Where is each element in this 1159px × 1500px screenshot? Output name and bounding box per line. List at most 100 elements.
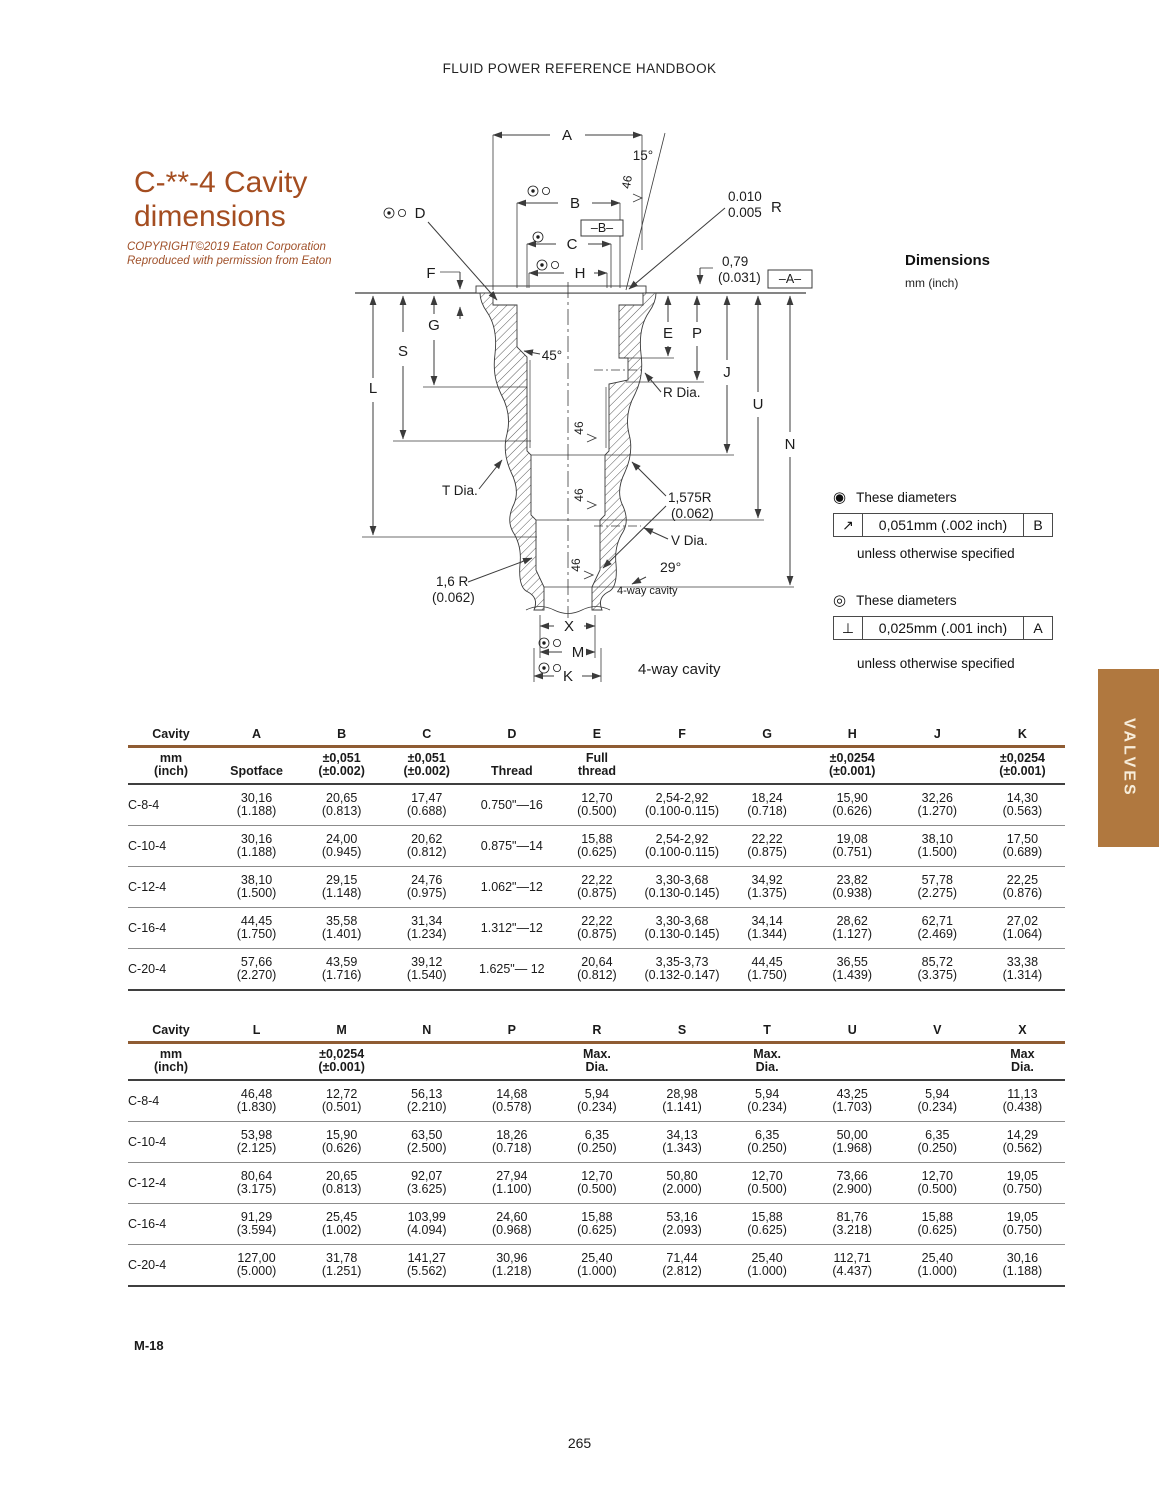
note1-text: These diameters <box>856 490 957 505</box>
dim-label-e: E <box>663 325 673 342</box>
column-header: X <box>979 1020 1065 1044</box>
angle-15-label: 15° <box>633 148 653 163</box>
value-cell: 3,30-3,68 (0.130-0.145) <box>639 907 725 949</box>
dim-label-s: S <box>398 343 408 360</box>
value-cell: 34,13 (1.343) <box>639 1121 725 1163</box>
value-cell: 34,14 (1.344) <box>724 907 810 949</box>
note1-tolerance-value: 0,051mm (.002 inch) <box>878 517 1008 533</box>
finish-46-top: 46 <box>619 174 635 190</box>
subheader-cell: Max. Dia. <box>724 1042 810 1081</box>
value-cell: 25,40 (1.000) <box>554 1244 640 1287</box>
value-cell: 36,55 (1.439) <box>809 948 895 991</box>
value-cell: 81,76 (3.218) <box>809 1203 895 1245</box>
value-cell: 15,88 (0.625) <box>554 1203 640 1245</box>
value-cell: 27,94 (1.100) <box>469 1162 555 1204</box>
subheader-cell: Spotface <box>214 746 300 785</box>
dimensions-heading-title: Dimensions <box>905 252 991 269</box>
value-cell: 23,82 (0.938) <box>809 866 895 908</box>
datum-a-box <box>767 269 813 289</box>
value-cell: 25,40 (1.000) <box>724 1244 810 1287</box>
value-cell: 6,35 (0.250) <box>724 1121 810 1163</box>
value-cell: 0.875"—14 <box>469 825 555 867</box>
corner-r-leader <box>628 207 726 290</box>
value-cell: 57,66 (2.270) <box>214 948 300 991</box>
value-cell: 43,25 (1.703) <box>809 1080 895 1122</box>
note1-datum: B <box>1023 514 1052 536</box>
seat-r-mm: 1,575R <box>668 490 712 505</box>
value-cell: 35,58 (1.401) <box>299 907 385 949</box>
four-way-small-label: 4-way cavity <box>617 585 678 597</box>
subheader-cell <box>639 1042 725 1081</box>
datum-b-box <box>580 219 624 237</box>
tolerance-note-1: ◉ These diameters ↗ 0,051mm (.002 inch) … <box>833 490 1073 561</box>
column-header: C <box>384 724 470 748</box>
t-dia-leader <box>478 459 503 490</box>
dim-label-k: K <box>563 668 573 685</box>
v-dia-label: V Dia. <box>671 533 708 548</box>
copyright-line1: COPYRIGHT©2019 Eaton Corporation <box>127 241 326 253</box>
surface-finish-marks: 46 46 46 <box>569 421 598 580</box>
subheader-cell: ±0,051 (±0.002) <box>299 746 385 785</box>
column-header: P <box>469 1020 555 1044</box>
value-cell: 6,35 (0.250) <box>894 1121 980 1163</box>
value-cell: 5,94 (0.234) <box>554 1080 640 1122</box>
dim-label-p: P <box>692 325 702 342</box>
subheader-cell: ±0,0254 (±0.001) <box>979 746 1065 785</box>
value-cell: 39,12 (1.540) <box>384 948 470 991</box>
value-cell: 1.062"—12 <box>469 866 555 908</box>
note2-datum: A <box>1023 617 1052 639</box>
value-cell: 38,10 (1.500) <box>894 825 980 867</box>
chamfer-45-leader <box>523 349 541 357</box>
corner-r-letter: R <box>771 199 782 216</box>
value-cell: 53,98 (2.125) <box>214 1121 300 1163</box>
feature-control-frame-2: ⊥ 0,025mm (.001 inch) A <box>833 616 1053 640</box>
column-header: J <box>894 724 980 748</box>
dim-label-h: H <box>575 265 586 282</box>
subheader-cell <box>469 1042 555 1081</box>
value-cell: 62,71 (2.469) <box>894 907 980 949</box>
subheader-cell: Full thread <box>554 746 640 785</box>
dim-label-n: N <box>785 436 796 453</box>
value-cell: 12,70 (0.500) <box>724 1162 810 1204</box>
value-cell: 38,10 (1.500) <box>214 866 300 908</box>
value-cell: 92,07 (3.625) <box>384 1162 470 1204</box>
value-cell: 14,68 (0.578) <box>469 1080 555 1122</box>
running-head: FLUID POWER REFERENCE HANDBOOK <box>442 61 717 76</box>
value-cell: 15,90 (0.626) <box>809 784 895 826</box>
subheader-cell <box>639 746 725 785</box>
value-cell: 91,29 (3.594) <box>214 1203 300 1245</box>
subheader-cell: mm (inch) <box>128 746 214 785</box>
subheader-cell: mm (inch) <box>128 1042 214 1081</box>
column-header: Cavity <box>128 724 214 748</box>
value-cell: 80,64 (3.175) <box>214 1162 300 1204</box>
page-title: C-**-4 Cavity dimensions <box>134 166 307 234</box>
angle-29-label: 29° <box>660 559 681 575</box>
value-cell: 63,50 (2.500) <box>384 1121 470 1163</box>
value-cell: 12,70 (0.500) <box>554 1162 640 1204</box>
left-wall-hatched <box>479 292 545 611</box>
cavity-cell: C-10-4 <box>128 1121 214 1163</box>
value-cell: 14,30 (0.563) <box>979 784 1065 826</box>
corner-r-upper: 0.010 <box>728 189 762 204</box>
value-cell: 28,62 (1.127) <box>809 907 895 949</box>
edge-mm: 0,79 <box>722 254 748 269</box>
dimension-labels-top: A B C H D F –B– –A– 15° 46 0.010 0.005 R… <box>415 127 802 286</box>
value-cell: 43,59 (1.716) <box>299 948 385 991</box>
subheader-cell: ±0,051 (±0.002) <box>384 746 470 785</box>
note1-suffix: unless otherwise specified <box>857 546 1015 561</box>
datum-a-label: –A– <box>779 272 801 286</box>
value-cell: 24,60 (0.968) <box>469 1203 555 1245</box>
subheader-cell: ±0,0254 (±0.001) <box>299 1042 385 1081</box>
cavity-cell: C-16-4 <box>128 907 214 949</box>
dimensions-heading-units: mm (inch) <box>905 276 959 290</box>
value-cell: 14,29 (0.562) <box>979 1121 1065 1163</box>
chamfer-15deg-line <box>625 132 666 291</box>
subheader-row: mm (inch)Spotface±0,051 (±0.002)±0,051 (… <box>128 746 1065 785</box>
